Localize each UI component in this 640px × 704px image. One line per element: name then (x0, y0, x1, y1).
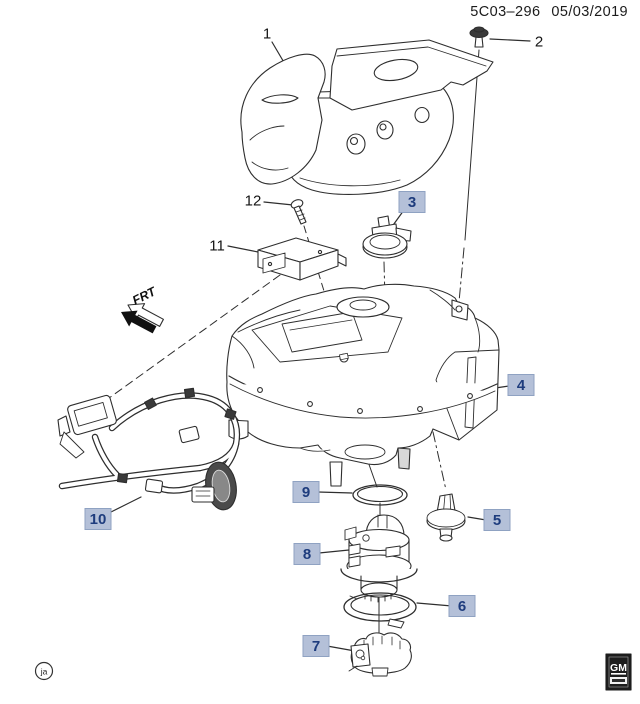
callout-1: 1 (262, 25, 272, 43)
part-3-sensor (362, 215, 412, 259)
callout-2: 2 (534, 33, 544, 51)
callout-11: 11 (209, 237, 225, 255)
artist-mark-label: ja (40, 667, 48, 677)
part-10-harness (57, 387, 241, 511)
callout-7[interactable]: 7 (302, 635, 330, 657)
drawing-date: 05/03/2019 (551, 4, 628, 20)
gm-logo-label: GM (610, 662, 627, 674)
part-11-module (257, 237, 347, 281)
part-12-screw (290, 199, 307, 225)
gm-logo: GM (605, 653, 632, 691)
callout-4[interactable]: 4 (507, 374, 535, 396)
part-9-o-ring (352, 484, 408, 506)
callout-6[interactable]: 6 (448, 595, 476, 617)
part-4-tank (226, 283, 500, 487)
callout-5[interactable]: 5 (483, 509, 511, 531)
part-2-push-pin (469, 26, 489, 48)
callout-12: 12 (244, 192, 262, 210)
callout-3[interactable]: 3 (398, 191, 426, 213)
artist-mark: ja (34, 661, 54, 681)
part-1-cover (240, 39, 494, 195)
part-5-level-unit (426, 493, 466, 542)
callout-8[interactable]: 8 (293, 543, 321, 565)
part-8-pump (340, 514, 418, 603)
frt-direction-arrow: FRT (121, 284, 164, 334)
callout-9[interactable]: 9 (292, 481, 320, 503)
part-7-retainer (348, 632, 412, 677)
drawing-number: 5C03–296 (470, 4, 541, 20)
callout-10[interactable]: 10 (84, 508, 112, 530)
drawing-header: 5C03–296 05/03/2019 (470, 4, 628, 20)
part-6-lock-ring (343, 592, 417, 629)
